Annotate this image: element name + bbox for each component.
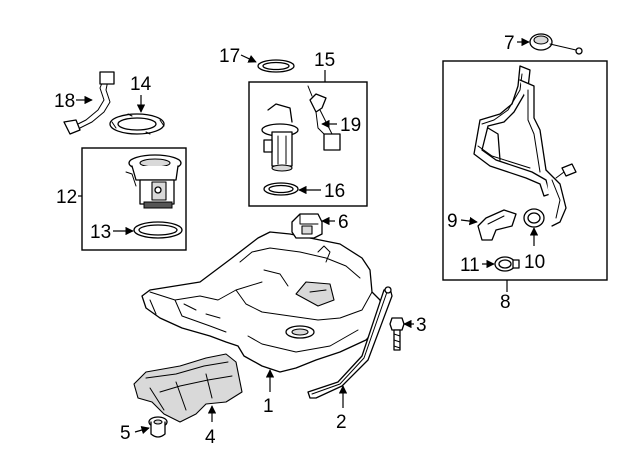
hose-clamp: [523, 208, 545, 228]
callout-8: 8: [500, 292, 511, 313]
callout-18: 18: [54, 91, 75, 112]
callout-3: 3: [416, 315, 427, 336]
filler-bolt: [555, 163, 577, 179]
callout-12: 12: [56, 187, 77, 208]
callout-19: 19: [340, 115, 361, 136]
fuel-tank: [141, 231, 383, 373]
callout-2: 2: [336, 412, 347, 433]
pump-o-ring: [133, 221, 183, 239]
callout-13: 13: [90, 222, 111, 243]
sender-seal: [257, 59, 295, 73]
sender-group-box: [248, 81, 368, 207]
callout-5: 5: [120, 423, 131, 444]
callout-9: 9: [447, 211, 458, 232]
fuel-pump-group-box: [81, 147, 187, 251]
fuel-sender-unit: [261, 103, 299, 172]
callout-4: 4: [205, 427, 216, 448]
vent-connector: [291, 213, 323, 239]
small-hose-clamp: [494, 256, 520, 272]
callout-16: 16: [324, 181, 345, 202]
wiring-harness: [63, 71, 115, 135]
pump-lock-ring: [109, 113, 165, 135]
callout-10: 10: [524, 252, 545, 273]
fuel-cap: [529, 33, 583, 55]
fuel-level-sensor: [307, 85, 341, 151]
strap-bolt: [389, 317, 405, 351]
heat-shield: [133, 353, 243, 423]
push-nut-fastener: [148, 416, 168, 438]
callout-17: 17: [219, 46, 240, 67]
callout-15: 15: [314, 50, 335, 71]
filler-pipe: [473, 65, 567, 227]
callout-14: 14: [130, 74, 152, 95]
filler-pipe-group-box: [442, 60, 608, 281]
tank-strap: [307, 286, 393, 399]
callout-6: 6: [338, 212, 349, 233]
fuel-pump-module: [125, 154, 182, 209]
sender-o-ring: [263, 182, 299, 196]
callout-11: 11: [460, 255, 480, 276]
callout-1: 1: [263, 396, 274, 417]
filler-hose: [477, 209, 517, 241]
callout-7: 7: [504, 33, 515, 54]
